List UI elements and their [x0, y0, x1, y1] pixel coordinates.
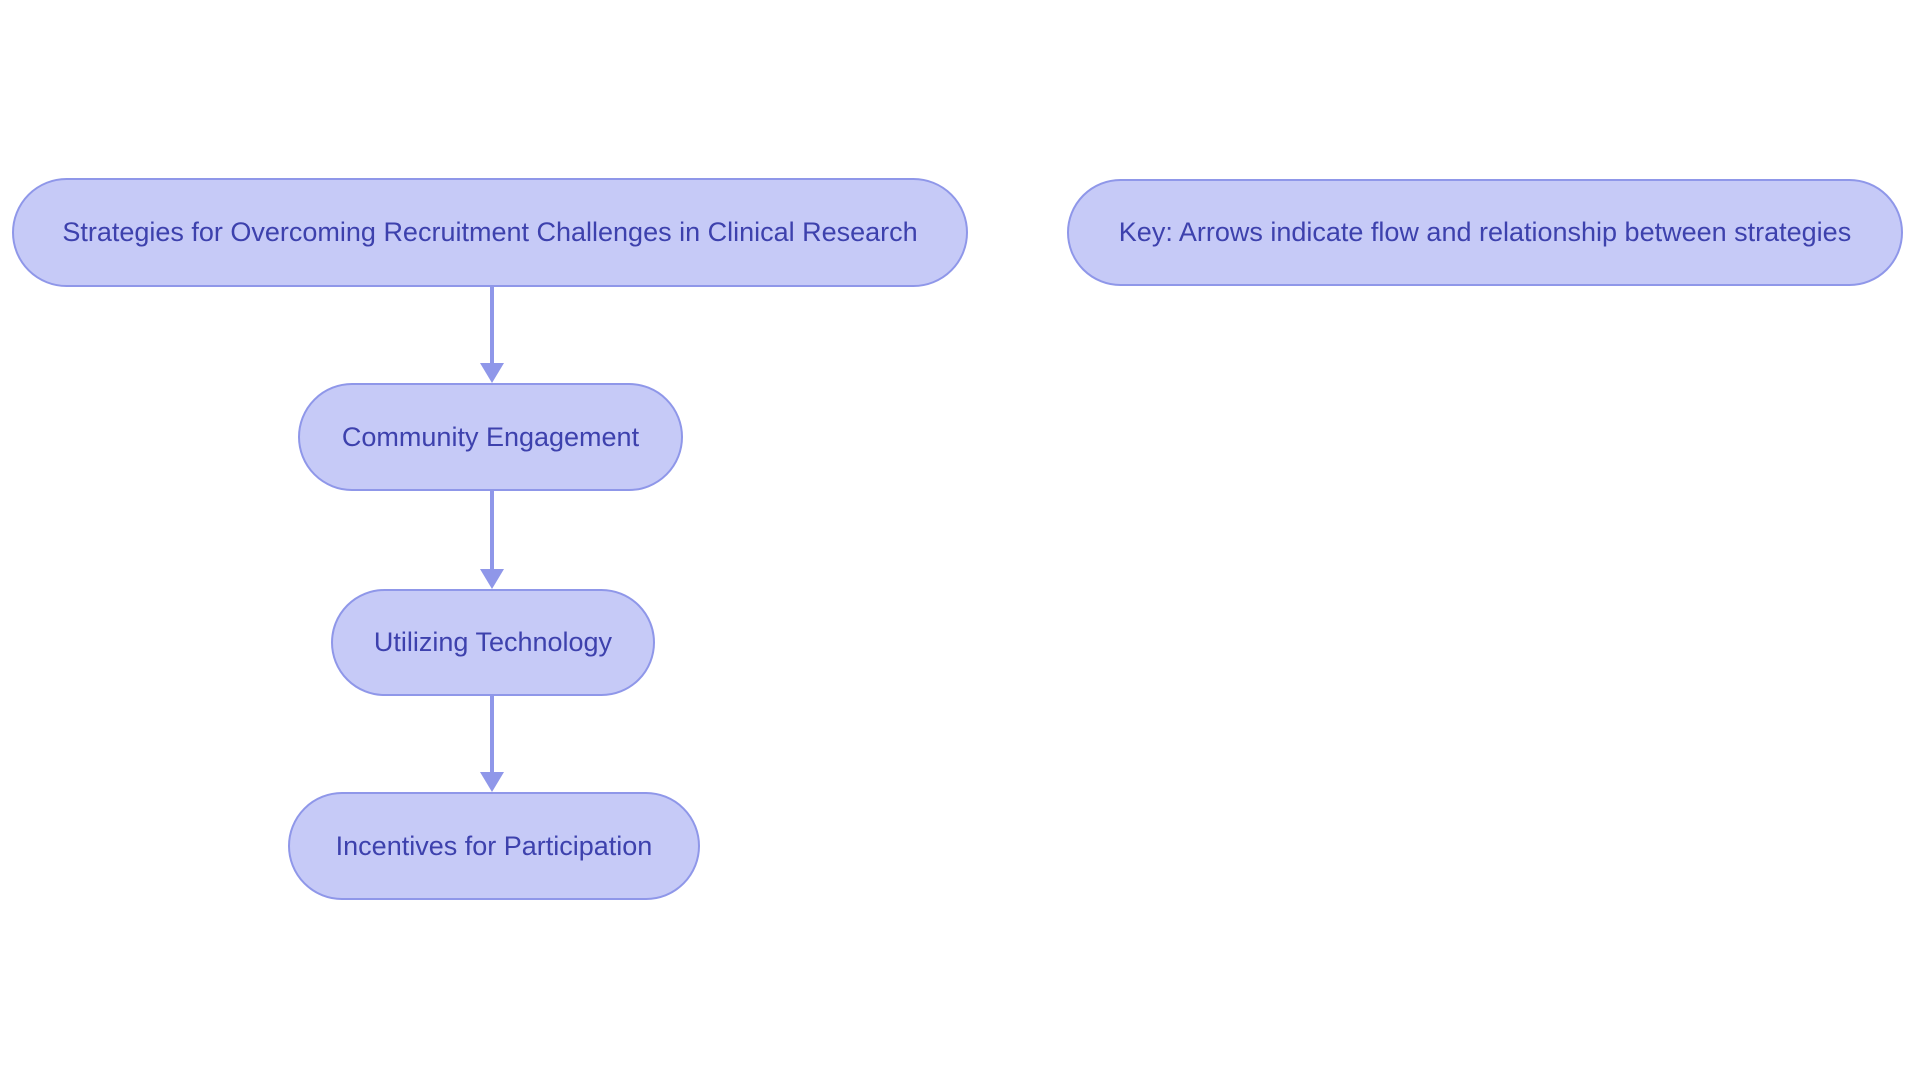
arrowhead-title-to-community-engagement-icon	[480, 363, 504, 383]
arrow-title-to-community-engagement	[490, 287, 494, 363]
node-title: Strategies for Overcoming Recruitment Ch…	[12, 178, 968, 287]
arrowhead-community-engagement-to-utilizing-technology-icon	[480, 569, 504, 589]
arrow-utilizing-technology-to-incentives-for-participation	[490, 696, 494, 772]
node-incentives-for-participation: Incentives for Participation	[288, 792, 700, 900]
node-incentives-for-participation-label: Incentives for Participation	[335, 830, 653, 861]
node-community-engagement-label: Community Engagement	[341, 421, 640, 452]
node-utilizing-technology: Utilizing Technology	[331, 589, 655, 696]
arrow-community-engagement-to-utilizing-technology	[490, 491, 494, 569]
node-key-legend-label: Key: Arrows indicate flow and relationsh…	[1118, 217, 1852, 247]
node-community-engagement: Community Engagement	[298, 383, 683, 491]
node-key-legend: Key: Arrows indicate flow and relationsh…	[1067, 179, 1903, 286]
arrowhead-utilizing-technology-to-incentives-for-participation-icon	[480, 772, 504, 792]
node-title-label: Strategies for Overcoming Recruitment Ch…	[62, 217, 918, 247]
node-utilizing-technology-label: Utilizing Technology	[373, 627, 613, 657]
